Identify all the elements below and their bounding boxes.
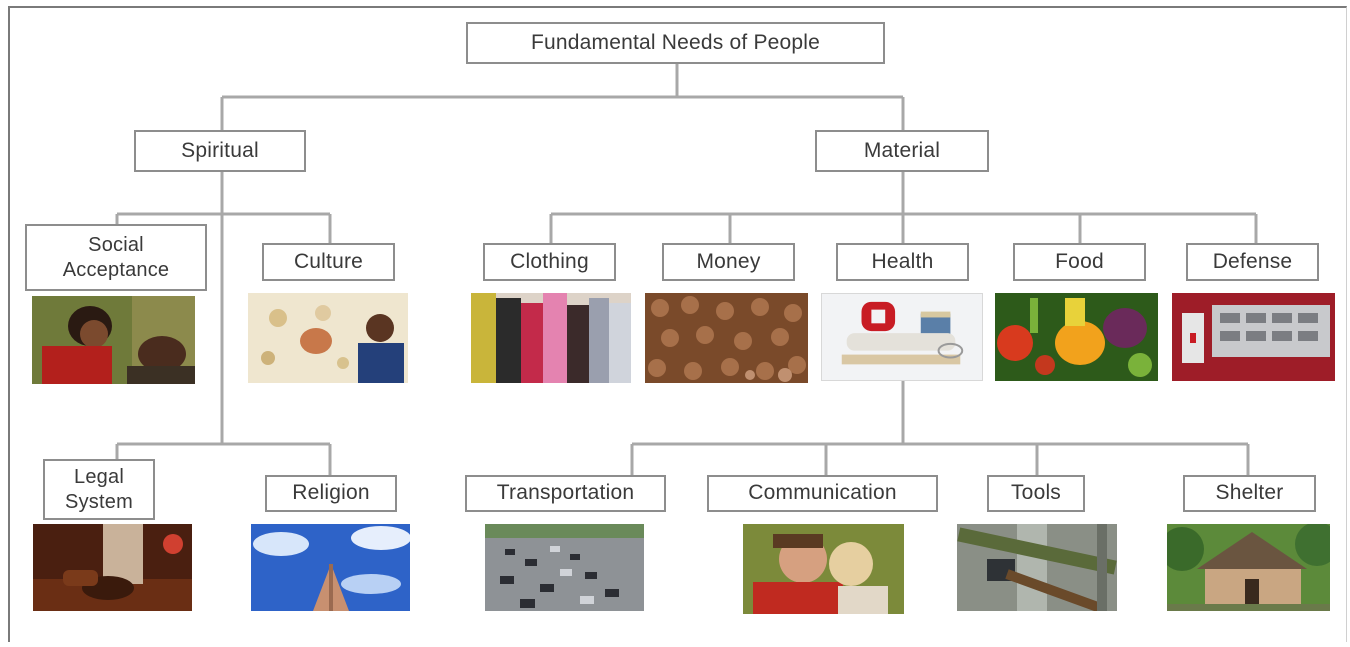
food-node: Food — [1013, 243, 1146, 281]
money-label: Money — [696, 249, 761, 273]
fire-alarm-panel-photo — [1172, 293, 1335, 381]
highway-traffic-photo — [485, 524, 644, 611]
food-label: Food — [1055, 249, 1104, 273]
shelter-label: Shelter — [1215, 481, 1284, 505]
health-node: Health — [836, 243, 969, 281]
legal-system-line1: Legal — [74, 466, 124, 489]
clothing-node: Clothing — [483, 243, 616, 281]
legal-system-line2: System — [65, 490, 133, 513]
social-acceptance-node: Social Acceptance — [25, 224, 207, 291]
social-acceptance-line1: Social — [88, 234, 144, 257]
gavel-photo — [33, 524, 192, 611]
diagram-frame — [8, 6, 1347, 642]
defense-label: Defense — [1212, 249, 1293, 273]
clothing-rack-photo — [471, 293, 631, 383]
communication-node: Communication — [707, 475, 938, 512]
vegetables-photo — [995, 293, 1158, 381]
first-aid-supplies-photo — [821, 293, 983, 381]
communication-label: Communication — [748, 481, 897, 505]
legal-system-node: Legal System — [43, 459, 155, 520]
spiritual-label: Spiritual — [181, 138, 259, 162]
culture-label: Culture — [293, 249, 364, 273]
culture-node: Culture — [262, 243, 395, 281]
praying-hands-sky-photo — [251, 524, 410, 611]
health-label: Health — [871, 249, 934, 273]
religion-label: Religion — [292, 481, 370, 505]
religion-node: Religion — [265, 475, 397, 512]
money-node: Money — [662, 243, 795, 281]
clothing-label: Clothing — [510, 249, 589, 273]
hammer-photo — [957, 524, 1117, 611]
hut-photo — [1167, 524, 1330, 611]
shelter-node: Shelter — [1183, 475, 1316, 512]
root-label: Fundamental Needs of People — [530, 30, 821, 54]
transportation-node: Transportation — [465, 475, 666, 512]
children-whispering-photo — [743, 524, 904, 614]
child-at-festival-photo — [248, 293, 408, 383]
coins-photo — [645, 293, 808, 383]
root-node: Fundamental Needs of People — [466, 22, 885, 64]
spiritual-node: Spiritual — [134, 130, 306, 172]
material-label: Material — [863, 138, 941, 162]
material-node: Material — [815, 130, 989, 172]
tools-node: Tools — [987, 475, 1085, 512]
transportation-label: Transportation — [496, 481, 635, 505]
mother-and-child-photo — [32, 296, 195, 384]
tools-label: Tools — [1010, 481, 1062, 505]
defense-node: Defense — [1186, 243, 1319, 281]
social-acceptance-line2: Acceptance — [62, 258, 170, 281]
